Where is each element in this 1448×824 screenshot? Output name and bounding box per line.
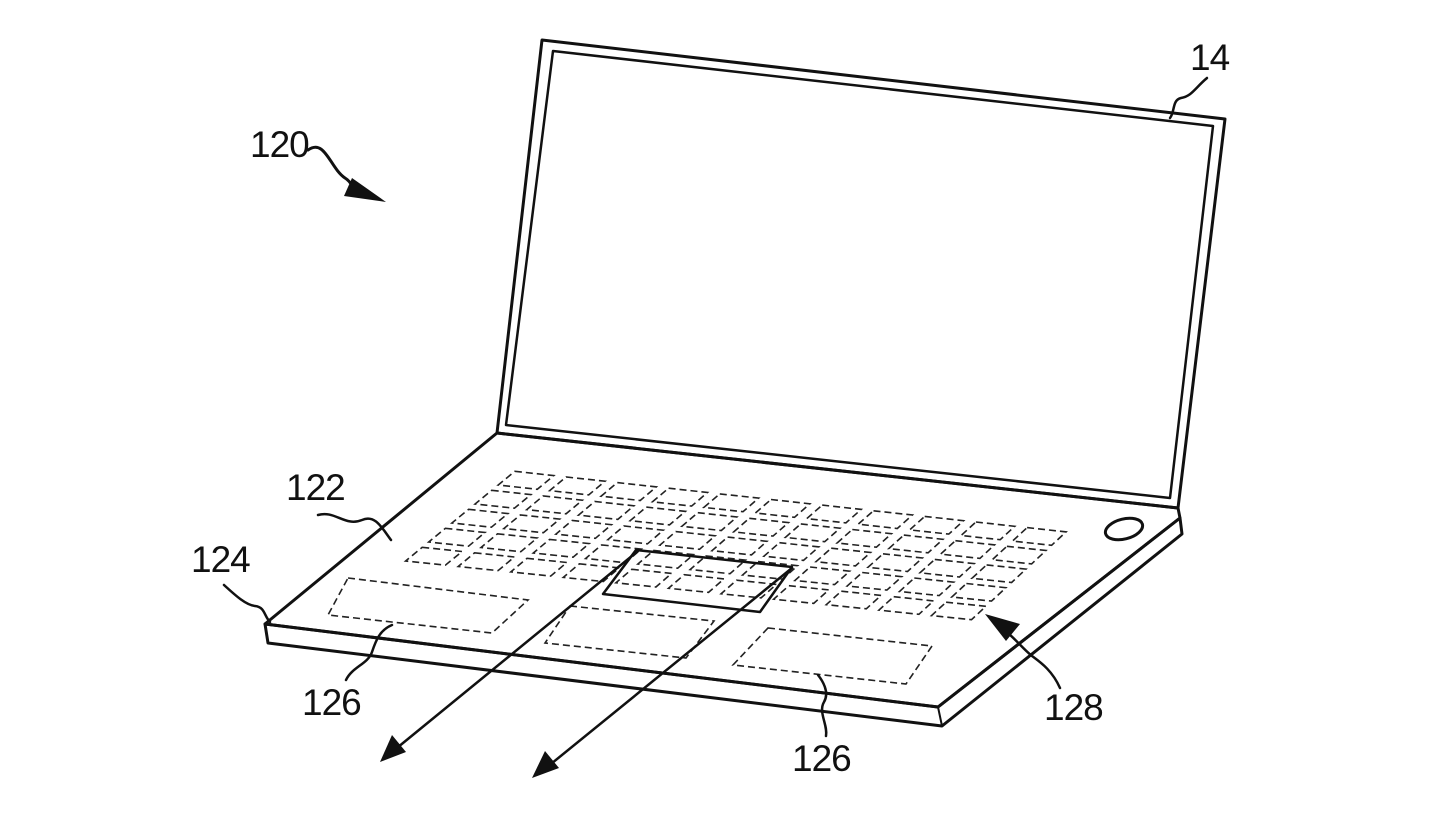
keyboard-key: [531, 538, 592, 559]
keyboard-key: [679, 511, 739, 532]
keyboard-key: [793, 566, 852, 586]
keyboard-key: [907, 515, 966, 535]
keyboard-key: [524, 495, 585, 515]
keyboard-key: [701, 493, 761, 513]
keyboard-key: [886, 534, 945, 554]
keyboard-key: [403, 546, 465, 566]
keyboard-key: [508, 557, 569, 577]
keyboard-key: [650, 487, 710, 507]
keyboard-key: [814, 547, 873, 567]
keyboard-key: [473, 489, 533, 510]
keyboard-key: [456, 551, 517, 572]
arrowhead-right: [532, 751, 559, 778]
keyboard-key: [710, 536, 769, 556]
keyboard-key: [918, 558, 977, 578]
keyboard-key: [897, 577, 956, 597]
keyboard-key: [1010, 526, 1068, 547]
keyboard-key: [553, 519, 614, 540]
leader-lines: [222, 76, 1209, 738]
keyboard-key: [835, 528, 894, 549]
keyboard-key: [804, 504, 864, 524]
keyboard-key: [605, 525, 666, 545]
keyboard-key: [561, 562, 622, 583]
arrowhead-left: [380, 735, 406, 762]
display-lid: [495, 38, 1227, 510]
label-122: 122: [286, 467, 345, 508]
keyboard-key: [866, 552, 925, 573]
keyboard-key: [576, 500, 636, 521]
laptop-base: [263, 431, 1184, 728]
arrow-120: [344, 178, 386, 202]
keyboard-key: [657, 530, 718, 551]
reference-labels: 120 14 122 124 126 126 128: [191, 37, 1231, 779]
label-126-left: 126: [302, 682, 361, 723]
keyboard-key: [599, 481, 659, 502]
label-128: 128: [1044, 687, 1103, 728]
keyboard-key: [719, 579, 779, 599]
touch-region-left: [326, 577, 530, 634]
keyboard-key: [771, 584, 831, 605]
keyboard-key: [628, 506, 688, 526]
arrow-128: [985, 614, 1020, 641]
label-120: 120: [250, 124, 309, 165]
label-14: 14: [1190, 37, 1230, 78]
keyboard-key: [824, 590, 883, 610]
touch-region-right: [731, 627, 934, 685]
keyboard-key: [688, 555, 748, 575]
keyboard-key: [731, 517, 791, 537]
keyboard-key: [496, 470, 556, 491]
keyboard-key: [449, 508, 510, 529]
keyboard-key: [762, 541, 821, 562]
keyboard-key: [613, 568, 674, 588]
keyboard-key: [856, 509, 915, 530]
touch-region-center: [543, 605, 716, 659]
keyboard-key: [845, 571, 904, 591]
keyboard-key: [959, 521, 1017, 541]
keyboard-key: [929, 601, 988, 621]
keyboard-key: [949, 582, 1008, 602]
keyboard-key: [877, 595, 936, 616]
keyboard-key: [426, 527, 487, 548]
keyboard-key: [938, 539, 997, 560]
trackpad-outline: [601, 548, 794, 614]
keyboard-key: [666, 573, 726, 594]
label-124: 124: [191, 539, 250, 580]
keyboard-key-grid: [403, 470, 1068, 621]
keyboard-key: [753, 498, 812, 519]
keyboard-key: [547, 476, 608, 496]
label-126-right: 126: [792, 738, 851, 779]
keyboard-key: [970, 564, 1028, 584]
keyboard-key: [990, 545, 1048, 565]
projection-arrows: [380, 549, 794, 778]
keyboard-key: [479, 532, 540, 553]
power-button: [1103, 516, 1145, 542]
keyboard-key: [501, 514, 562, 534]
keyboard-key: [635, 549, 696, 570]
keyboard-key: [783, 523, 842, 543]
